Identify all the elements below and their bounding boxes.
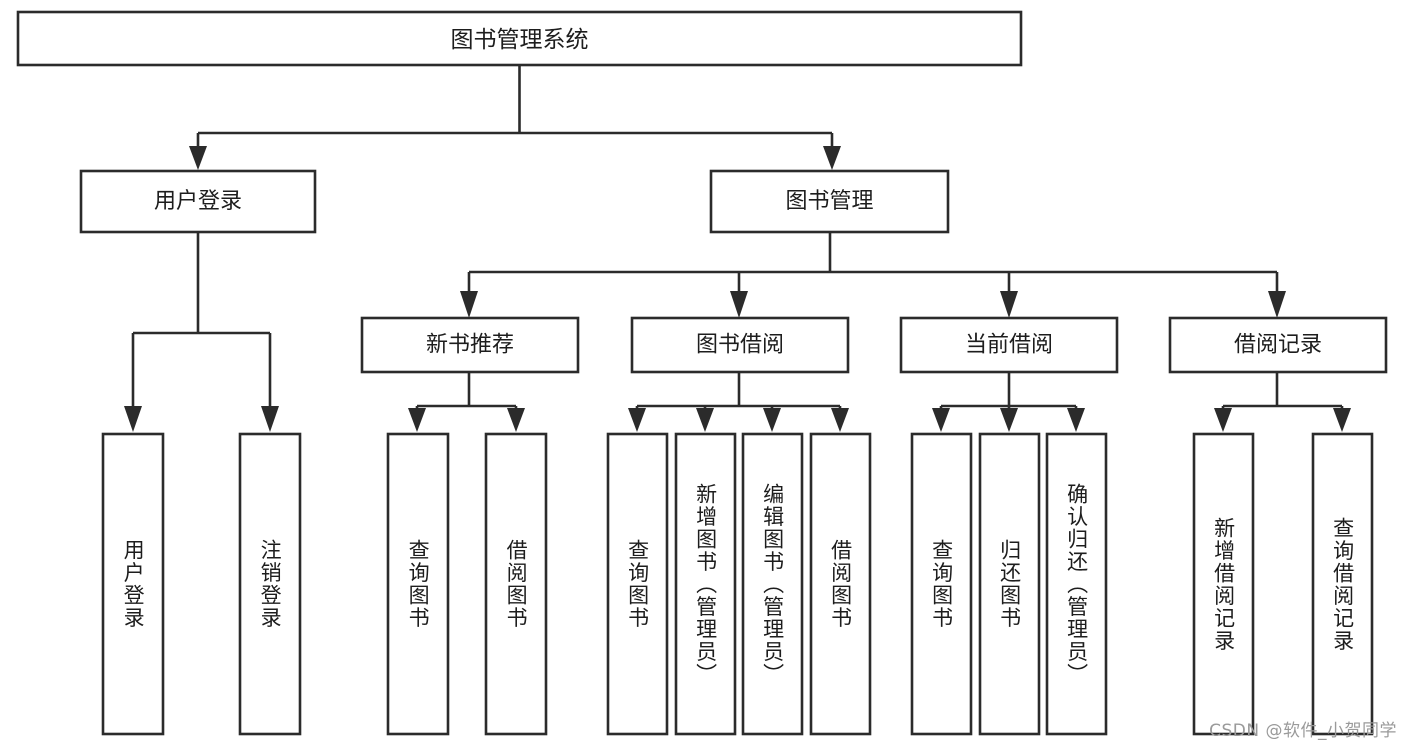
arrow-head-newbook-leaf-2 [507,408,525,432]
watermark-text: CSDN @软件_小贺同学 [1209,721,1397,741]
node-user-login-label: 用户登录 [154,189,242,214]
arrow-head-bookborrow-leaf-1 [628,408,646,432]
arrow-head-bookborrow-leaf-2 [696,408,714,432]
leaf-box-user-login-logout[interactable] [238,432,302,736]
node-user-login[interactable]: 用户登录 [79,169,317,234]
arrow-head-user-login [189,146,207,170]
leaf-box-currentborrow-confirm[interactable] [1045,432,1108,736]
leaf-box-newbook-query[interactable] [386,432,450,736]
arrow-head-bookborrow-leaf-3 [763,408,781,432]
arrow-head-current-borrow [1000,291,1018,318]
leaf-box-borrowrecord-query[interactable] [1311,432,1374,736]
arrow-head-book-mgmt [823,146,841,170]
arrow-head-book-borrow [730,291,748,318]
leaf-box-user-login-login[interactable] [101,432,165,736]
node-root[interactable]: 图书管理系统 [16,10,1023,67]
arrow-head-currentborrow-leaf-3 [1067,408,1085,432]
arrow-head-newbook-leaf-1 [408,408,426,432]
node-book-borrow[interactable]: 图书借阅 [630,316,850,374]
leaf-box-borrowrecord-add[interactable] [1192,432,1255,736]
node-book-management[interactable]: 图书管理 [709,169,950,234]
leaf-box-currentborrow-query[interactable] [910,432,973,736]
node-new-book-recommend[interactable]: 新书推荐 [360,316,580,374]
node-root-label: 图书管理系统 [451,27,589,53]
node-book-management-label: 图书管理 [785,189,873,214]
node-current-borrow-label: 当前借阅 [965,333,1053,358]
node-book-borrow-label: 图书借阅 [696,333,784,358]
arrow-head-leaf-logout [261,406,279,432]
arrow-head-leaf-user-login [124,406,142,432]
arrow-head-borrow-record [1268,291,1286,318]
node-current-borrow[interactable]: 当前借阅 [899,316,1119,374]
arrow-head-borrowrecord-leaf-2 [1333,408,1351,432]
node-borrow-record[interactable]: 借阅记录 [1168,316,1388,374]
leaf-box-bookborrow-add[interactable] [674,432,737,736]
arrow-head-borrowrecord-leaf-1 [1214,408,1232,432]
arrow-head-currentborrow-leaf-2 [1000,408,1018,432]
leaf-box-newbook-borrow[interactable] [484,432,548,736]
arrow-head-bookborrow-leaf-4 [831,408,849,432]
arrow-head-new-book-recommend [460,291,478,318]
node-borrow-record-label: 借阅记录 [1234,333,1322,358]
leaf-box-currentborrow-return[interactable] [978,432,1041,736]
arrow-head-currentborrow-leaf-1 [932,408,950,432]
leaf-box-bookborrow-borrow[interactable] [809,432,872,736]
leaf-box-bookborrow-query[interactable] [606,432,669,736]
leaf-box-bookborrow-edit[interactable] [741,432,804,736]
node-new-book-recommend-label: 新书推荐 [426,333,514,358]
connector-layer [124,65,1351,432]
